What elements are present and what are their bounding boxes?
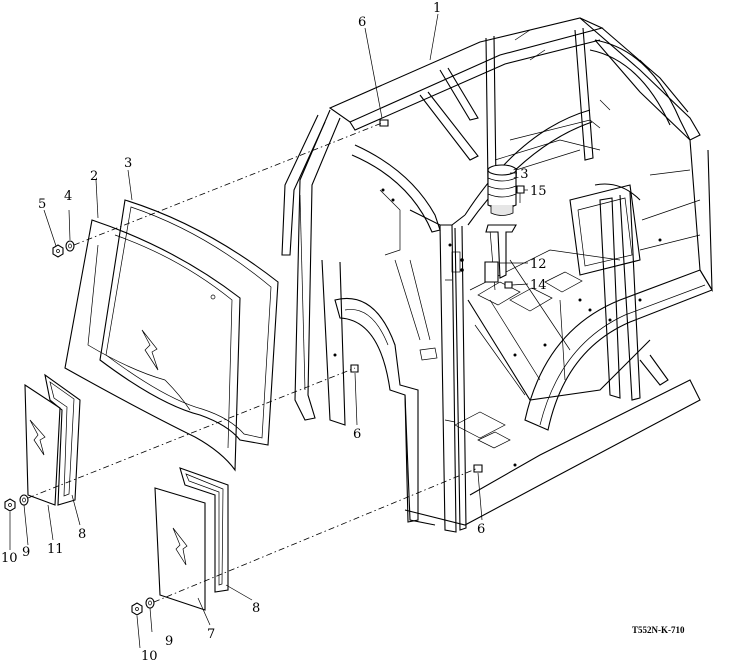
beacon-assembly xyxy=(484,164,525,289)
callout-4: 4 xyxy=(64,189,72,204)
left-side-window xyxy=(24,373,81,506)
callout-5: 5 xyxy=(38,197,46,212)
callout-11: 11 xyxy=(47,542,64,557)
callout-2: 2 xyxy=(90,169,98,184)
callout-15: 15 xyxy=(530,184,547,199)
windshield-seal xyxy=(99,199,279,446)
callout-9-right: 9 xyxy=(165,634,173,649)
callout-6-top: 6 xyxy=(358,15,366,30)
hardware xyxy=(4,119,483,616)
callout-7: 7 xyxy=(207,627,215,642)
callout-10-left: 10 xyxy=(1,551,18,566)
callout-12: 12 xyxy=(530,257,547,272)
callout-9-left: 9 xyxy=(22,545,30,560)
callout-6-bottom: 6 xyxy=(477,522,485,537)
callout-10-right: 10 xyxy=(141,649,158,662)
drawing-reference-number: T552N-K-710 xyxy=(632,625,685,635)
callout-8-right: 8 xyxy=(252,601,260,616)
callout-8-left: 8 xyxy=(78,527,86,542)
leader-lines xyxy=(9,13,529,649)
callout-14: 14 xyxy=(530,278,547,293)
windshield-glass xyxy=(64,219,241,472)
callout-6-middle: 6 xyxy=(353,427,361,442)
callout-3: 3 xyxy=(124,156,132,171)
callout-13: 13 xyxy=(512,167,529,182)
cab-frame xyxy=(281,17,713,533)
assembly-lines xyxy=(27,122,479,603)
right-side-window xyxy=(154,467,229,611)
callout-labels: 1 2 3 4 5 6 6 6 7 8 8 9 9 10 10 11 12 13… xyxy=(1,1,547,662)
callout-1: 1 xyxy=(433,1,441,16)
